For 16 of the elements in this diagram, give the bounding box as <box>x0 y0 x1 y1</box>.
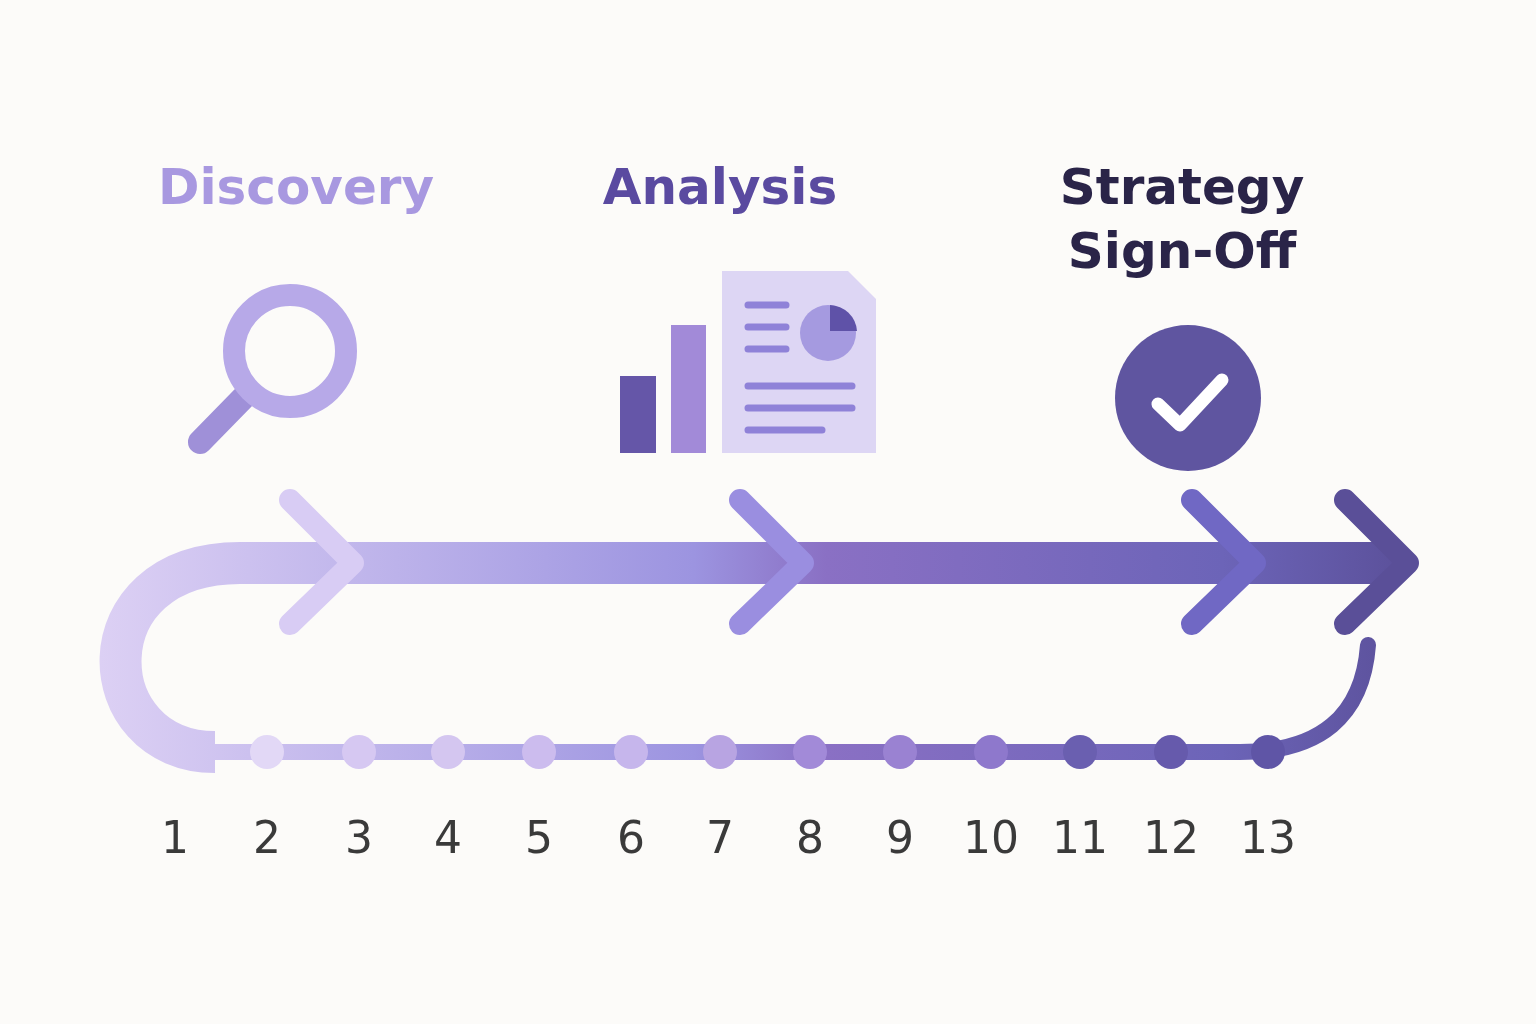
step-number: 8 <box>796 812 824 863</box>
step-number: 2 <box>253 812 281 863</box>
step-number: 13 <box>1240 812 1296 863</box>
step-number: 11 <box>1052 812 1108 863</box>
step-number: 4 <box>434 812 462 863</box>
step-number: 9 <box>886 812 914 863</box>
step-number: 5 <box>525 812 553 863</box>
phase-title: Analysis <box>602 157 838 218</box>
step-number: 6 <box>617 812 645 863</box>
step-number: 10 <box>963 812 1019 863</box>
phase-title: Discovery <box>157 157 435 218</box>
step-number: 7 <box>706 812 734 863</box>
phase-title: Strategy Sign-Off <box>1058 157 1306 282</box>
step-number: 12 <box>1143 812 1199 863</box>
step-number: 3 <box>345 812 373 863</box>
step-number: 1 <box>161 812 189 863</box>
